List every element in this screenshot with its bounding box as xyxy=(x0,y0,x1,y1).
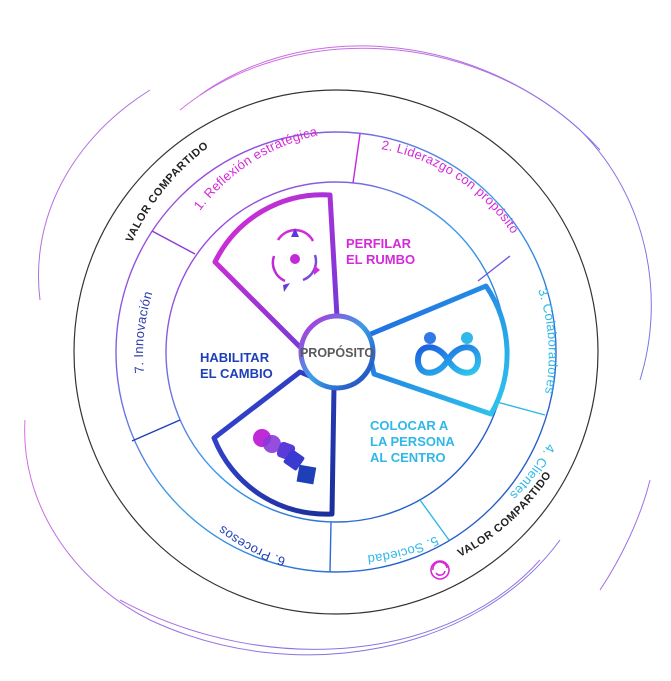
outer-frame-circle xyxy=(73,89,599,615)
decorative-swirl xyxy=(24,45,652,656)
blade-label-colocar: COLOCAR A LA PERSONA AL CENTRO xyxy=(370,418,458,465)
blade-habilitar-cambio xyxy=(211,369,337,517)
segment-label-colaboradores: 3. Colaboradores xyxy=(535,286,561,395)
blade-label-habilitar: HABILITAR EL CAMBIO xyxy=(200,350,273,381)
blade-perfilar-rumbo xyxy=(212,192,340,350)
segment-label-procesos: 6. Procesos xyxy=(215,522,287,569)
transform-shapes-icon xyxy=(253,429,317,485)
segment-ring-outer xyxy=(115,131,557,573)
frame-label-top: VALOR COMPARTIDO xyxy=(124,140,211,245)
center-hub xyxy=(298,313,376,391)
blade-colocar-persona xyxy=(363,283,510,417)
segment-label-sociedad: 5. Sociedad xyxy=(367,533,441,567)
swirl-logo-icon xyxy=(430,560,450,580)
center-label: PROPÓSITO xyxy=(300,345,374,360)
people-infinity-icon xyxy=(414,332,482,376)
blade-label-perfilar: PERFILAR EL RUMBO xyxy=(346,236,415,267)
segment-label-innovacion: 7. Innovación xyxy=(131,289,155,374)
segment-label-liderazgo: 2. Liderazgo con propósito xyxy=(380,137,522,236)
frame-label-bottom: VALOR COMPARTIDO xyxy=(456,469,554,559)
compass-icon xyxy=(271,228,320,292)
segment-label-reflexion: 1. Reflexión estratégica xyxy=(190,124,319,213)
segment-dividers xyxy=(131,133,546,573)
